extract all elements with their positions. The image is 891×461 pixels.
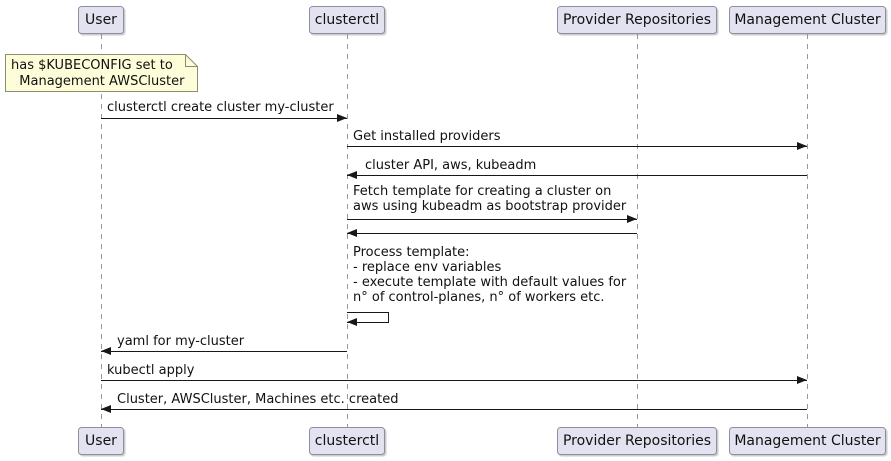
- message-arrow: [101, 405, 807, 413]
- message-label: yaml for my-cluster: [117, 334, 245, 349]
- note-shape: [5, 54, 198, 92]
- participant-label: User: [85, 12, 117, 28]
- participant-label: clusterctl: [314, 12, 380, 28]
- message-label: Fetch template for creating a cluster on…: [353, 184, 627, 214]
- participant-label: User: [85, 433, 117, 449]
- message-arrow: [347, 142, 807, 150]
- participant-provider-repositories-bottom: Provider Repositories: [557, 427, 717, 455]
- self-message-loop-top: [347, 312, 389, 313]
- participant-label: Management Cluster: [734, 12, 881, 28]
- self-message-loop-side: [388, 312, 389, 323]
- participant-label: Provider Repositories: [562, 12, 712, 28]
- participant-clusterctl-top: clusterctl: [309, 6, 385, 34]
- message-arrow: [347, 215, 637, 223]
- message-arrow: [101, 114, 347, 122]
- message-label: clusterctl create cluster my-cluster: [107, 100, 334, 115]
- participant-user-bottom: User: [78, 427, 124, 455]
- message-label: kubectl apply: [107, 363, 195, 378]
- message-arrow-return: [347, 229, 637, 237]
- message-label: Cluster, AWSCluster, Machines etc. creat…: [117, 392, 399, 407]
- participant-management-cluster-top: Management Cluster: [729, 6, 886, 34]
- self-message-loop-bottom: [347, 318, 389, 326]
- message-arrow: [101, 347, 347, 355]
- participant-provider-repositories-top: Provider Repositories: [557, 6, 717, 34]
- message-label: Get installed providers: [353, 129, 501, 144]
- participant-label: clusterctl: [314, 433, 380, 449]
- message-label: cluster API, aws, kubeadm: [365, 158, 537, 173]
- participant-label: Provider Repositories: [562, 433, 712, 449]
- note-text: has $KUBECONFIG set to Management AWSClu…: [11, 58, 185, 89]
- lifeline-provider-repositories: [637, 34, 638, 427]
- participant-user-top: User: [78, 6, 124, 34]
- lifeline-management-cluster: [807, 34, 808, 427]
- participant-clusterctl-bottom: clusterctl: [309, 427, 385, 455]
- participant-label: Management Cluster: [734, 433, 881, 449]
- message-arrow: [347, 171, 807, 179]
- message-label: Process template: - replace env variable…: [353, 245, 627, 305]
- participant-management-cluster-bottom: Management Cluster: [729, 427, 886, 455]
- lifeline-user: [101, 34, 102, 427]
- message-arrow: [101, 376, 807, 384]
